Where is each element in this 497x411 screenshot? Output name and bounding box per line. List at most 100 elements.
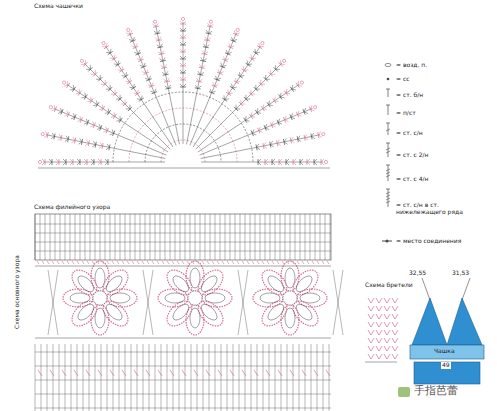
- stitch-mark: [177, 261, 179, 264]
- stitch-mark: [106, 52, 110, 54]
- stitch-mark: [278, 123, 282, 125]
- stitch-mark: [260, 80, 261, 84]
- stitch-mark: [157, 45, 161, 47]
- filet-grid: [75, 214, 76, 260]
- pattern-grid: [143, 344, 144, 411]
- stitch-mark: [105, 112, 109, 114]
- stitch-mark: [210, 89, 212, 93]
- stitch-mark: [266, 79, 270, 80]
- stitch-mark: [47, 261, 49, 264]
- stitch-mark: [137, 90, 139, 94]
- chain-link: [333, 270, 343, 335]
- stitch-mark: [98, 159, 101, 162]
- stitch-mark: [251, 116, 255, 118]
- stitch-mark: [379, 354, 382, 359]
- stitch-mark: [277, 140, 279, 144]
- stitch-mark: [384, 330, 387, 335]
- fan-spoke: [201, 135, 321, 159]
- stitch-mark: [300, 162, 303, 165]
- pattern-grid: [71, 344, 72, 411]
- stitch-mark: [376, 346, 379, 351]
- stitch-mark: [54, 105, 56, 109]
- stitch-mark: [183, 42, 186, 45]
- filet-grid: [165, 214, 166, 260]
- stitch-mark: [137, 98, 141, 100]
- stitch-mark: [278, 119, 280, 123]
- pattern-grid: [281, 344, 282, 411]
- stitch-mark: [265, 124, 267, 128]
- stitch-mark: [84, 123, 88, 125]
- legend-symbol: [386, 201, 390, 203]
- stitch-mark: [172, 261, 174, 264]
- stitch-mark: [72, 261, 74, 264]
- stitch-mark: [65, 139, 69, 141]
- chain-link: [48, 270, 58, 335]
- stitch-mark: [87, 100, 91, 102]
- stitch-mark: [208, 23, 210, 27]
- stitch-mark: [387, 306, 390, 311]
- stitch-mark: [297, 261, 299, 264]
- stitch-mark: [217, 78, 221, 80]
- fan-spoke: [183, 22, 184, 144]
- stitch-mark: [105, 162, 108, 165]
- filet-grid: [315, 214, 316, 260]
- stitch-mark: [279, 162, 282, 165]
- stitch-mark: [257, 112, 261, 114]
- stitch-mark: [310, 105, 312, 109]
- pattern-grid: [161, 344, 162, 411]
- stitch-mark: [368, 322, 371, 327]
- stitch-mark: [80, 138, 82, 142]
- flower-petal: [281, 305, 299, 335]
- filet-grid: [265, 214, 266, 260]
- stitch-mark: [292, 89, 296, 91]
- stitch-mark: [99, 146, 103, 148]
- stitch-mark: [251, 55, 253, 59]
- filet-grid: [295, 214, 296, 260]
- stitch-mark: [78, 142, 82, 144]
- stitch-mark: [387, 354, 390, 359]
- stitch-mark: [240, 75, 244, 77]
- flower-petal: [75, 273, 96, 294]
- stitch-mark: [279, 159, 282, 162]
- stitch-mark: [163, 79, 167, 81]
- stitch-mark: [90, 65, 91, 69]
- stitch-mark: [248, 63, 252, 65]
- stitch-mark: [387, 330, 390, 335]
- stitch-mark: [257, 147, 261, 149]
- flower-center: [188, 291, 202, 305]
- filet-grid: [240, 214, 241, 260]
- stitch-mark: [52, 261, 54, 264]
- pattern-grid: [53, 344, 54, 411]
- stitch-mark: [371, 298, 374, 303]
- stitch-mark: [371, 306, 374, 311]
- flower-petal: [265, 302, 286, 323]
- filet-grid: [225, 214, 226, 260]
- filet-grid: [70, 214, 71, 260]
- stitch-mark: [110, 58, 114, 60]
- base-row: [35, 338, 331, 339]
- stitch-mark: [243, 66, 245, 70]
- picot: [261, 41, 264, 44]
- stitch-mark: [106, 127, 108, 131]
- legend-symbol: [386, 89, 390, 90]
- chart-title: Схема чашечки: [33, 3, 84, 10]
- stitch-mark: [102, 46, 106, 48]
- picot: [300, 81, 303, 84]
- stitch-mark: [114, 55, 116, 59]
- stitch-mark: [392, 346, 395, 351]
- stitch-mark: [282, 261, 284, 264]
- pattern-grid: [137, 344, 138, 411]
- flower-petal: [104, 273, 125, 294]
- stitch-mark: [98, 162, 101, 165]
- cup-shape: [412, 298, 447, 345]
- stitch-mark: [126, 81, 130, 83]
- filet-grid: [120, 214, 121, 260]
- legend-symbol: [386, 148, 390, 150]
- stitch-mark: [129, 87, 133, 89]
- stitch-mark: [77, 261, 79, 264]
- stitch-mark: [265, 75, 266, 79]
- stitch-mark: [59, 134, 61, 138]
- stitch-mark: [226, 50, 228, 54]
- stitch-mark: [57, 261, 59, 264]
